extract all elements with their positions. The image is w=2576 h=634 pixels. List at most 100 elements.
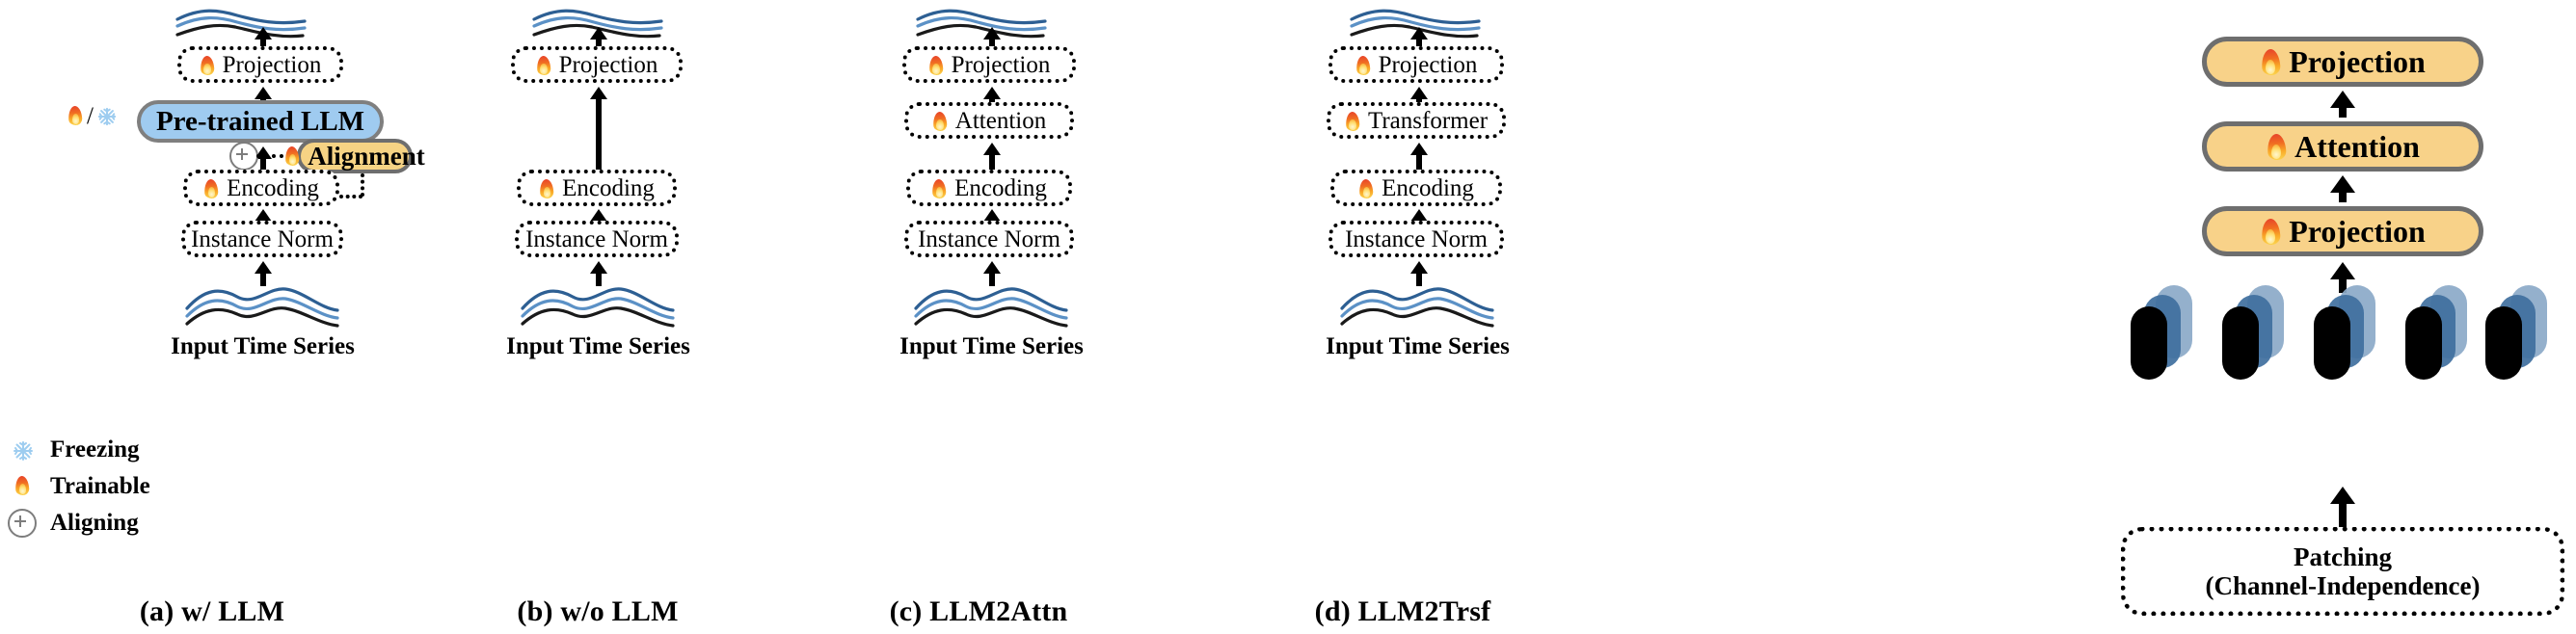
flame-icon	[2260, 216, 2281, 248]
block-label: Instance Norm	[525, 225, 668, 252]
block-encoding-d[interactable]: Encoding	[1330, 170, 1502, 206]
block-instance-norm-b[interactable]: Instance Norm	[515, 221, 679, 257]
block-label: Projection	[558, 51, 658, 78]
block-label: Transformer	[1367, 107, 1489, 134]
flame-icon	[539, 176, 554, 200]
block-label: Instance Norm	[1345, 225, 1488, 252]
input-time-series-wave-a	[183, 283, 342, 333]
block-label: Instance Norm	[191, 225, 334, 252]
block-pretrained-llm[interactable]: Pre-trained LLM	[137, 100, 384, 143]
legend-label-freezing: Freezing	[50, 436, 140, 462]
flame-icon	[203, 176, 219, 200]
input-series-label-a: Input Time Series	[171, 333, 355, 359]
arrow-encoding-to-transformer-d	[1410, 143, 1428, 170]
input-time-series-wave-c	[912, 283, 1071, 333]
block-instance-norm-a[interactable]: Instance Norm	[181, 221, 343, 257]
block-projection-b[interactable]: Projection	[511, 46, 683, 83]
block-transformer-d[interactable]: Transformer	[1327, 102, 1506, 139]
arrow-encoding-to-attention-c	[983, 143, 1001, 170]
block-label: Encoding	[227, 174, 319, 201]
block-label: Attention	[954, 107, 1047, 134]
flame-icon	[536, 53, 551, 77]
flame-icon	[200, 53, 215, 77]
input-series-label-b: Input Time Series	[506, 333, 690, 359]
flame-icon	[928, 53, 944, 77]
block-label: Projection	[951, 51, 1051, 78]
patch-token-1	[2129, 285, 2198, 389]
block-label: Projection	[2289, 214, 2426, 249]
flame-icon	[1345, 109, 1360, 133]
panel-caption-b: (b) w/o LLM	[517, 595, 679, 627]
panel-c: Projection Attention Encoding Instance N…	[771, 0, 1186, 634]
flame-icon	[2266, 131, 2287, 163]
input-time-series-wave-b	[519, 283, 678, 333]
block-encoding-c[interactable]: Encoding	[906, 170, 1072, 206]
arrow-projection-to-output-c	[983, 27, 1001, 48]
flame-icon	[8, 476, 37, 497]
block-projection-a[interactable]: Projection	[177, 46, 343, 83]
block-label: Instance Norm	[918, 225, 1060, 252]
panel-caption-a: (a) w/ LLM	[139, 595, 285, 627]
block-alignment[interactable]: Alignment	[288, 139, 425, 173]
panel-patching: Projection Attention Projection	[2073, 0, 2576, 634]
arrow-tokens-to-projection-e	[2330, 262, 2355, 293]
block-label: Attention	[2294, 129, 2420, 164]
block-instance-norm-d[interactable]: Instance Norm	[1328, 221, 1504, 257]
block-attention-c[interactable]: Attention	[904, 102, 1074, 139]
arrow-attention-to-projection-e	[2330, 91, 2355, 118]
flame-icon	[932, 109, 948, 133]
arrow-projection-to-output-d	[1410, 27, 1428, 48]
arrow-encoding-to-projection-b	[590, 87, 607, 170]
llm-trainable-or-frozen-annotation: /	[67, 103, 117, 130]
input-series-label-c: Input Time Series	[899, 333, 1084, 359]
patch-token-5	[2483, 285, 2553, 389]
arrow-attention-to-projection-c	[983, 87, 1001, 106]
block-projection-top-e[interactable]: Projection	[2202, 37, 2483, 87]
panel-caption-c: (c) LLM2Attn	[889, 595, 1068, 627]
block-label: Encoding	[954, 174, 1047, 201]
patch-token-stack-group	[2129, 285, 2547, 391]
block-encoding-a[interactable]: Encoding	[183, 170, 339, 206]
flame-icon	[1358, 176, 1374, 200]
circled-plus-icon	[8, 509, 37, 538]
block-label: Projection	[222, 51, 322, 78]
flame-icon	[284, 144, 300, 170]
arrow-projection-to-output-b	[590, 27, 607, 48]
legend-item-trainable: Trainable	[8, 468, 150, 505]
output-time-series-wave-d	[1348, 4, 1483, 42]
snowflake-icon	[8, 440, 37, 461]
snowflake-icon	[97, 107, 117, 126]
block-encoding-b[interactable]: Encoding	[517, 170, 677, 206]
patching-label-line2: (Channel-Independence)	[2205, 571, 2481, 600]
arrow-projection-to-output-a	[255, 27, 272, 48]
panel-d: Projection Transformer Encoding Instance…	[1186, 0, 1620, 634]
patching-label-line1: Patching	[2293, 542, 2392, 571]
arrow-input-to-norm-c	[983, 261, 1001, 286]
arrow-transformer-to-projection-d	[1410, 87, 1428, 106]
block-projection-bottom-e[interactable]: Projection	[2202, 206, 2483, 256]
arrow-input-to-norm-a	[255, 261, 272, 286]
input-series-label-d: Input Time Series	[1326, 333, 1510, 359]
flame-icon	[931, 176, 947, 200]
block-instance-norm-c[interactable]: Instance Norm	[904, 221, 1074, 257]
patch-token-4	[2403, 285, 2473, 389]
arrow-patching-to-tokens-e	[2330, 487, 2355, 527]
block-projection-d[interactable]: Projection	[1328, 46, 1504, 83]
arrow-projection-bottom-to-attention-e	[2330, 175, 2355, 202]
panel-b: Projection Encoding Instance Norm Inpu	[424, 0, 771, 634]
dotline-alignment-down	[361, 173, 364, 197]
block-projection-c[interactable]: Projection	[902, 46, 1076, 83]
block-patching[interactable]: Patching (Channel-Independence)	[2121, 527, 2564, 616]
block-label: Pre-trained LLM	[155, 105, 365, 137]
dotline-alignment-to-encoding	[339, 195, 362, 198]
legend-label-aligning: Aligning	[50, 510, 139, 536]
block-attention-e[interactable]: Attention	[2202, 121, 2483, 172]
patch-token-3	[2312, 285, 2381, 389]
block-label: Alignment	[308, 141, 425, 171]
output-time-series-wave-c	[914, 4, 1049, 42]
input-time-series-wave-d	[1338, 283, 1497, 333]
legend-item-aligning: Aligning	[8, 505, 150, 542]
patch-token-2	[2220, 285, 2290, 389]
flame-icon	[1355, 53, 1371, 77]
